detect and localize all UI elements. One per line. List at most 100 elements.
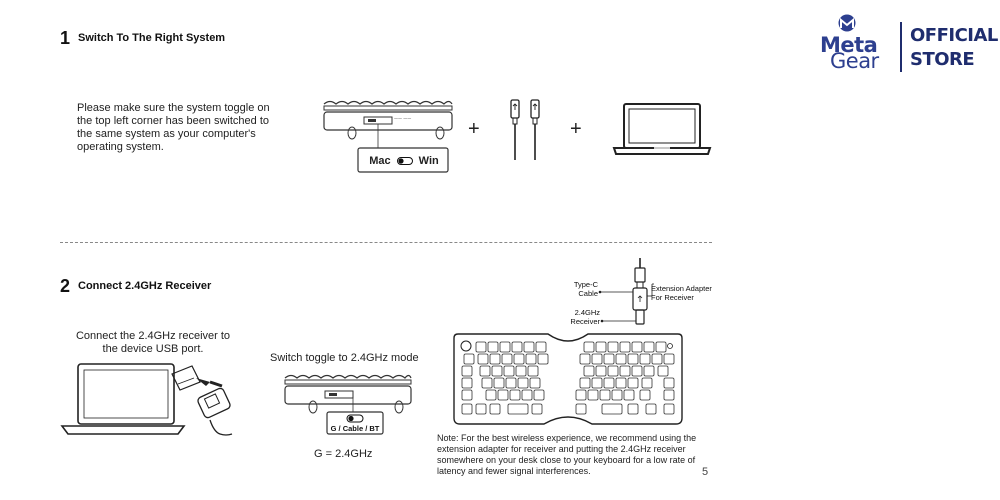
switch-toggle-instructions: Switch toggle to 2.4GHz mode [270,352,419,364]
keyboard-edge-24ghz-illustration [284,374,412,435]
keycap [461,389,473,401]
g-equals-label: G = 2.4GHz [314,448,373,460]
keycap [475,341,487,353]
keyboard-top-view-illustration [453,333,683,425]
keycap [463,353,475,365]
plus-sign-2: + [570,118,582,140]
usb-c-cable-icon [510,99,540,160]
keycap [623,389,635,401]
typec-cable-label: Type-C Cable [573,280,598,298]
keycap [533,389,545,401]
brand-divider [900,22,902,72]
keycap [599,389,611,401]
keycap [587,389,599,401]
keycap [595,341,607,353]
keycap [487,341,499,353]
keycap [521,389,533,401]
keycap [663,353,675,365]
page-number: 5 [702,466,709,478]
laptop-receiver-illustration [60,363,233,436]
keycap [657,365,669,377]
section-divider [60,242,712,243]
keycap [489,353,501,365]
keycap [479,365,491,377]
keycap [461,365,473,377]
keycap [575,403,587,415]
keycap [477,353,489,365]
keycap [499,341,511,353]
brand-store: STORE [910,49,975,70]
keycap [579,377,591,389]
keycap [627,403,639,415]
keycap [627,377,639,389]
keycap [619,365,631,377]
keycap [643,365,655,377]
keycap [523,341,535,353]
step-1-number: 1 [60,28,71,48]
keycap [655,341,667,353]
keycap [481,377,493,389]
brand-name: Meta [820,33,878,57]
keycap [497,389,509,401]
connect-instructions: Connect the 2.4GHz receiver to the devic… [75,330,231,355]
keycap [513,353,525,365]
keycap [503,365,515,377]
keycap [627,353,639,365]
toggle-switch-icon [396,157,413,165]
step-1-instructions: Please make sure the system toggle on th… [77,102,270,153]
keycap [537,353,549,365]
keycap [511,341,523,353]
keycap [489,403,501,415]
keycap [663,377,675,389]
wireless-note: Note: For the best wireless experience, … [437,433,697,476]
keycap [607,365,619,377]
keycap [525,353,537,365]
keycap [493,377,505,389]
keycap [461,403,473,415]
keycap [619,341,631,353]
keycap [531,403,543,415]
keycap [615,353,627,365]
receiver-adapter-illustration [598,258,654,325]
keycap [641,377,653,389]
keycap [485,389,497,401]
keycap [461,377,473,389]
keycap [595,365,607,377]
keycap [645,403,657,415]
brand-mark-icon [838,14,856,32]
keycap [583,341,595,353]
keycap [603,377,615,389]
step-1-title: Switch To The Right System [78,32,226,44]
keycap [591,353,603,365]
brand-official: OFFICIAL [910,25,998,46]
keycap [515,365,527,377]
keycap [607,341,619,353]
brand-logo: Meta Gear OFFICIAL STORE [818,14,998,76]
keycap [529,377,541,389]
keycap [517,377,529,389]
mac-win-toggle: Mac Win [360,150,448,172]
laptop-icon [612,103,712,155]
keycap [639,353,651,365]
svg-text:—— ——: —— —— [394,116,411,121]
keycap [475,403,487,415]
keycap [651,353,663,365]
keycap [509,389,521,401]
keycap [615,377,627,389]
keycap [507,403,529,415]
toggle-mac-label: Mac [369,155,391,167]
keycap [663,389,675,401]
keycap [527,365,539,377]
keycap [491,365,503,377]
keycap [501,353,513,365]
keycap [505,377,517,389]
keycap [579,353,591,365]
keycap [583,365,595,377]
keycap [631,341,643,353]
g-cable-bt-label: G / Cable / BT [330,424,380,433]
toggle-win-label: Win [418,155,439,167]
step-2-number: 2 [60,276,71,296]
keycap [631,365,643,377]
keycap [601,403,623,415]
brand-name-second: Gear [830,49,879,73]
